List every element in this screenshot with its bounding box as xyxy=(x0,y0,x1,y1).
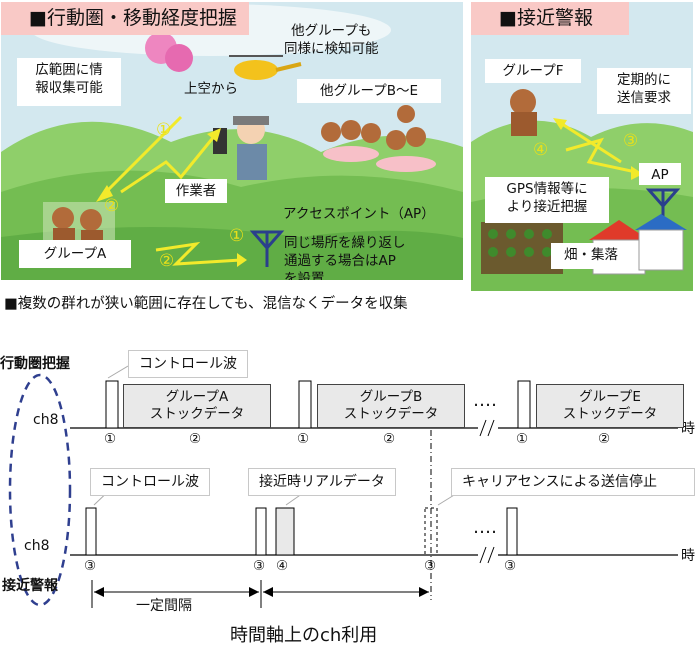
control-wave-callout: コントロール波 xyxy=(128,350,248,378)
other-detect-label: 他グループも 同様に検知可能 xyxy=(284,22,379,58)
ap-label: AP xyxy=(639,163,681,185)
text-line: GPS情報等に xyxy=(506,181,588,197)
step-1-label: ① xyxy=(297,431,310,447)
group-f-label: グループF xyxy=(485,59,581,83)
other-groups-label: 他グループB～E xyxy=(297,79,441,103)
step-2-label: ② xyxy=(189,431,202,447)
channel-label: ch8 xyxy=(24,538,50,554)
panel-home-range: ■行動圏・移動経度把握 広範囲に情 報収集可能 上空から 他グループも 同様に検… xyxy=(1,2,463,280)
text-line: グループA xyxy=(165,389,229,405)
text-line: ストックデータ xyxy=(149,406,245,422)
gps-label: GPS情報等に より接近把握 xyxy=(485,177,609,223)
interval-label: 一定間隔 xyxy=(136,598,192,614)
ellipsis-mark: ‥‥ xyxy=(473,517,498,538)
timeline-caption: ■複数の群れが狭い範囲に存在しても、混信なくデータを収集 xyxy=(4,296,408,312)
section-header: ■接近警報 xyxy=(471,2,629,35)
step-3-label: ③ xyxy=(84,558,97,574)
from-sky-label: 上空から xyxy=(184,81,238,97)
panel-approach-alarm: ■接近警報 グループF 定期的に 送信要求 ③ ④ AP GPS情報等に より接… xyxy=(471,2,693,291)
carrier-sense-callout: キャリアセンスによる送信停止 xyxy=(451,468,695,496)
text-line: 送信要求 xyxy=(617,90,671,106)
figure-caption: 時間軸上のch利用 xyxy=(230,625,378,646)
periodic-request-label: 定期的に 送信要求 xyxy=(597,68,691,114)
text-line: 定期的に xyxy=(617,72,671,88)
slot-group-e: グループE ストックデータ xyxy=(536,384,684,428)
step-1-label: ① xyxy=(516,431,529,447)
text-line: ストックデータ xyxy=(343,406,439,422)
group-a-label: グループA xyxy=(19,240,131,268)
step-3-label: ③ xyxy=(623,131,639,151)
text-line: 同様に検知可能 xyxy=(284,41,379,57)
step-2-label: ② xyxy=(159,251,175,271)
step-1-label: ① xyxy=(104,431,117,447)
channel-label: ch8 xyxy=(33,412,59,428)
step-3-label: ③ xyxy=(424,558,437,574)
text-line: 同じ場所を繰り返し xyxy=(284,235,406,251)
text-line: 報収集可能 xyxy=(35,80,103,96)
control-wave-callout: コントロール波 xyxy=(90,468,210,496)
text-line: ストックデータ xyxy=(562,406,658,422)
row-label-approach: 接近警報 xyxy=(2,578,58,594)
step-2-label: ② xyxy=(104,196,120,216)
step-4-label: ④ xyxy=(533,140,549,160)
text-line: 広範囲に情 xyxy=(35,62,103,78)
step-4-label: ④ xyxy=(276,558,289,574)
repeat-note: 同じ場所を繰り返し 通過する場合はAP を設置 xyxy=(284,234,406,280)
text-line: より接近把握 xyxy=(506,199,588,215)
worker-label: 作業者 xyxy=(165,179,227,203)
step-3-label: ③ xyxy=(253,558,266,574)
landscape-illustration xyxy=(1,2,463,280)
section-header: ■行動圏・移動経度把握 xyxy=(1,2,249,35)
text-line: を設置 xyxy=(284,271,325,280)
slot-group-b: グループB ストックデータ xyxy=(317,384,465,428)
step-2-label: ② xyxy=(598,431,611,447)
approach-data-callout: 接近時リアルデータ xyxy=(248,468,396,496)
step-1-label: ① xyxy=(229,226,245,246)
access-point-label: アクセスポイント（AP） xyxy=(283,206,435,222)
text-line: グループB xyxy=(359,389,423,405)
text-line: 他グループも xyxy=(291,23,372,39)
wide-area-label: 広範囲に情 報収集可能 xyxy=(17,58,121,106)
step-3-label: ③ xyxy=(504,558,517,574)
row-label-home-range: 行動圏把握 xyxy=(0,356,70,372)
step-2-label: ② xyxy=(383,431,396,447)
slot-group-a: グループA ストックデータ xyxy=(123,384,271,428)
text-line: 通過する場合はAP xyxy=(284,253,396,269)
step-1-label: ① xyxy=(156,120,172,140)
farm-village-label: 畑・集落 xyxy=(551,243,631,269)
text-line: グループE xyxy=(579,389,641,405)
time-axis-label: 時 xyxy=(681,421,695,437)
ellipsis-mark: ‥‥ xyxy=(473,390,498,411)
time-axis-label: 時 xyxy=(681,548,695,564)
